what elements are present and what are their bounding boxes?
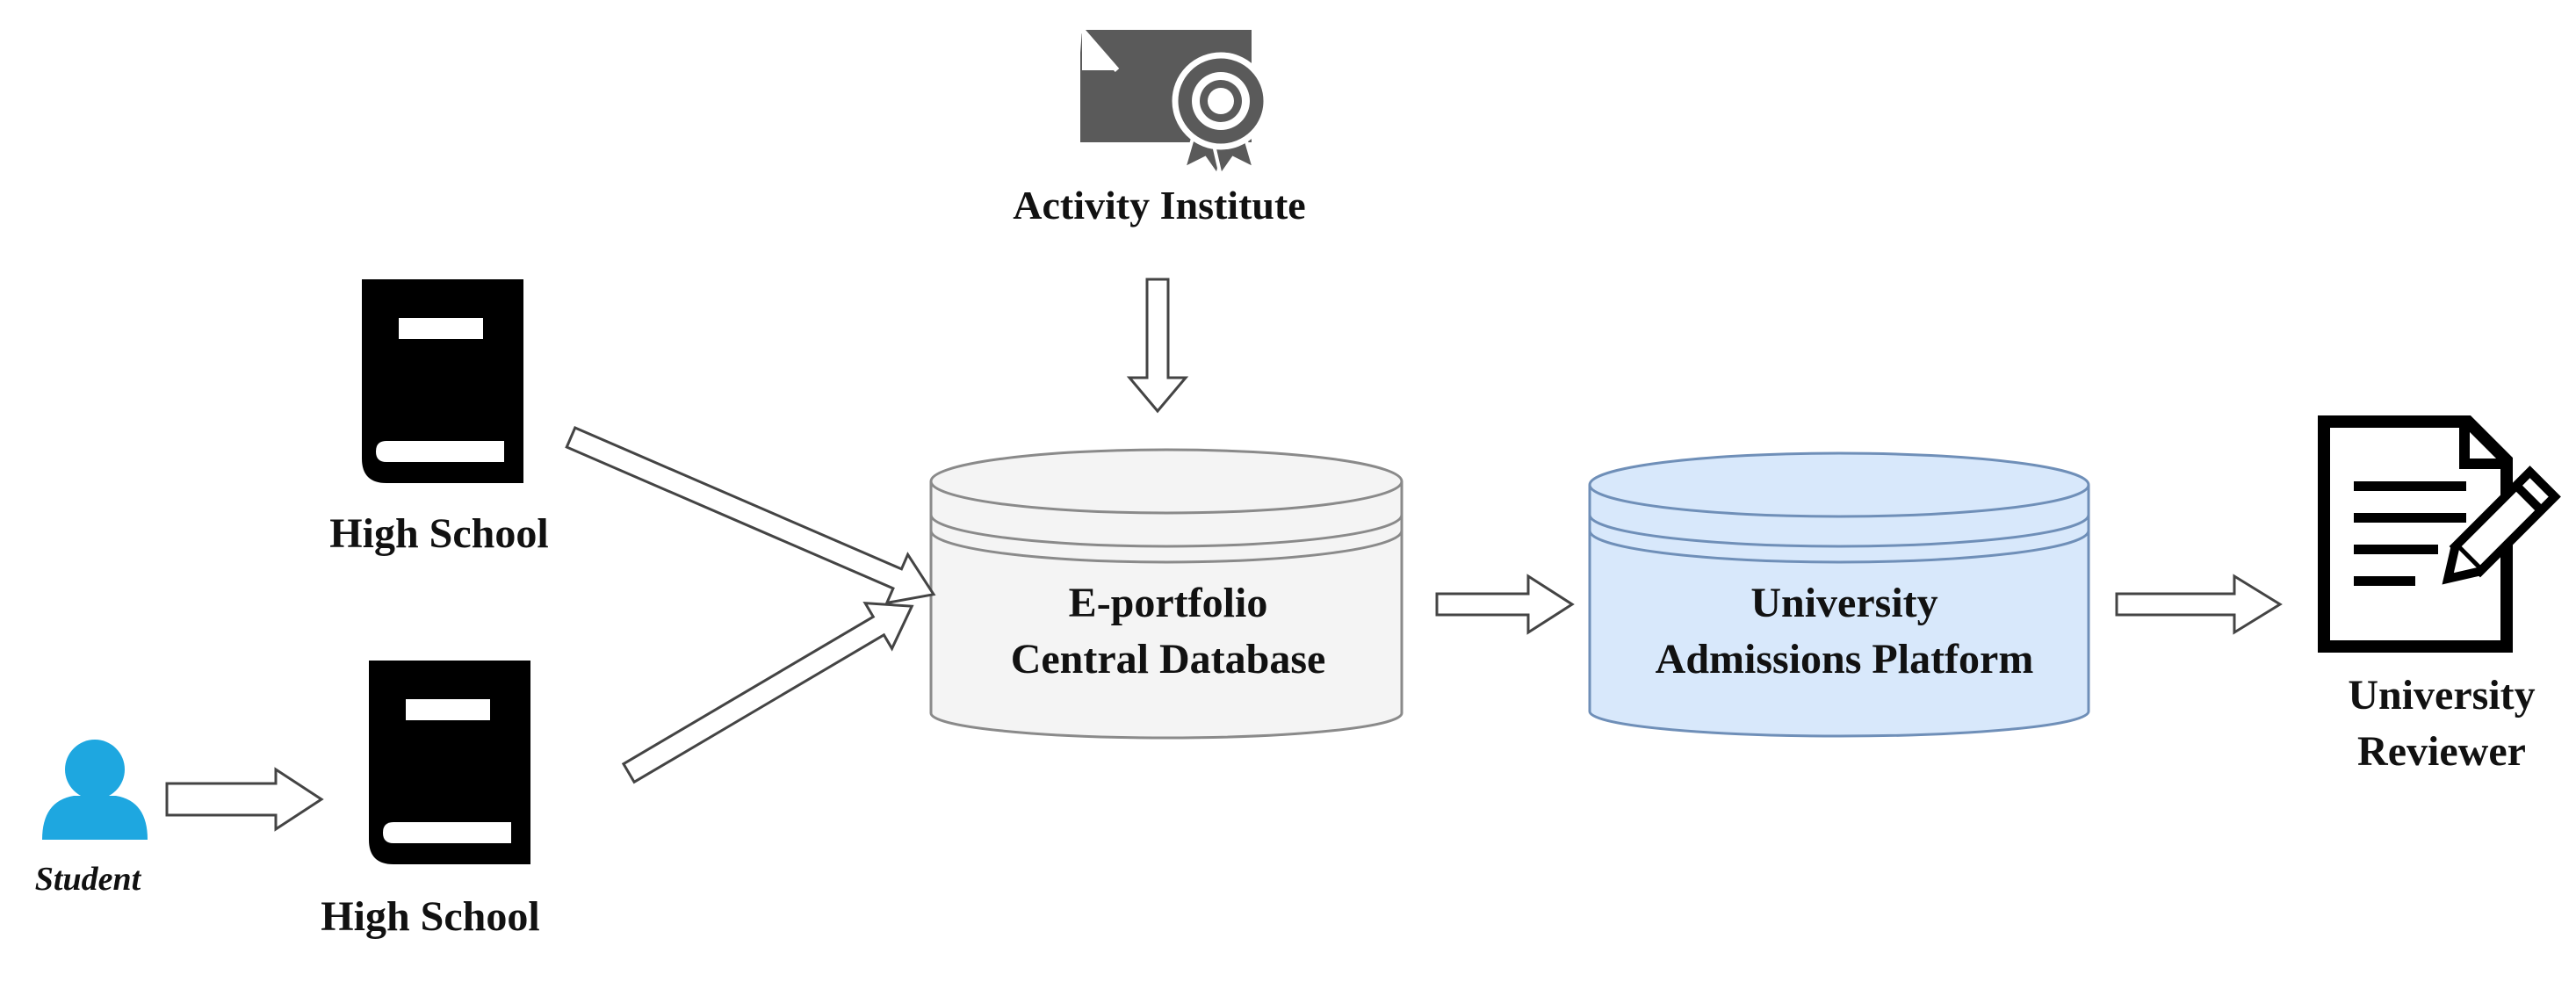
- activity-institute-label: Activity Institute: [1013, 183, 1306, 227]
- admissions-platform-cylinder: [1588, 451, 2090, 738]
- high-school-top-label: High School: [329, 510, 549, 557]
- arrow-database-to-platform: [1435, 574, 1575, 635]
- arrow-highschool-to-database: [621, 601, 914, 784]
- high-school-bottom-label: High School: [321, 893, 540, 940]
- central-database-label-line1: E-portfolio: [1068, 580, 1268, 626]
- central-database-cylinder: [929, 448, 1403, 740]
- arrow-institute-to-database: [1126, 278, 1189, 414]
- reviewer-label-line2: Reviewer: [2357, 728, 2526, 775]
- arrow-platform-to-reviewer: [2115, 574, 2283, 635]
- book-icon: [362, 279, 523, 483]
- admissions-platform-label-line1: University: [1750, 580, 1938, 626]
- central-database-label-line2: Central Database: [1010, 636, 1326, 682]
- document-edit-icon: [2318, 415, 2561, 653]
- user-icon: [42, 740, 148, 840]
- admissions-platform-label: University Admissions Platform: [1581, 575, 2108, 688]
- reviewer-label: University Reviewer: [2301, 668, 2576, 780]
- admissions-platform-label-line2: Admissions Platform: [1655, 636, 2034, 682]
- reviewer-label-line1: University: [2348, 672, 2536, 718]
- student-label: Student: [34, 861, 141, 898]
- arrow-highschool-to-database: [565, 426, 936, 605]
- arrow-student-to-highschool: [165, 767, 324, 832]
- book-icon: [369, 661, 530, 864]
- certificate-icon: [1079, 28, 1270, 180]
- central-database-label: E-portfolio Central Database: [931, 575, 1405, 688]
